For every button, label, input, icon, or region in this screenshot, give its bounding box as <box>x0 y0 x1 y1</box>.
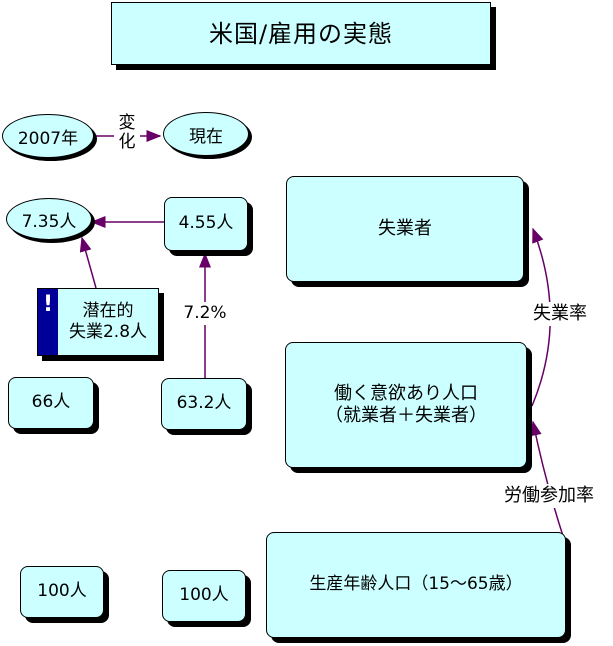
labor-force-2007-box: 66人 <box>8 377 94 429</box>
participation-rate-arrow <box>529 420 564 537</box>
population-2007-box: 100人 <box>20 566 104 618</box>
hidden-unemployment-callout: ! 潜在的 失業2.8人 <box>37 288 159 356</box>
page-title: 米国/雇用の実態 <box>111 2 491 65</box>
unemployment-rate-label: 失業率 <box>525 302 595 326</box>
working-age-definition-box: 生産年齢人口（15～65歳） <box>266 532 566 638</box>
hidden-to-unemployed-arrow <box>79 236 97 289</box>
hidden-unemployment-label: 潜在的 失業2.8人 <box>68 300 148 342</box>
year-2007-oval: 2007年 <box>2 114 94 158</box>
labor-force-now-box: 63.2人 <box>161 378 247 430</box>
labor-force-definition-box: 働く意欲あり人口 （就業者＋失業者） <box>285 342 527 468</box>
unemployed-2007-oval: 7.35人 <box>6 198 92 240</box>
unemployment-rate-value: 7.2% <box>178 302 232 325</box>
unemployed-definition-box: 失業者 <box>286 176 524 282</box>
participation-rate-label: 労働参加率 <box>495 484 603 508</box>
alert-mark-icon: ! <box>38 289 58 355</box>
population-now-box: 100人 <box>162 570 246 622</box>
change-label: 変 化 <box>114 114 140 152</box>
unemployed-now-box: 4.55人 <box>164 197 248 251</box>
year-now-oval: 現在 <box>163 112 249 156</box>
